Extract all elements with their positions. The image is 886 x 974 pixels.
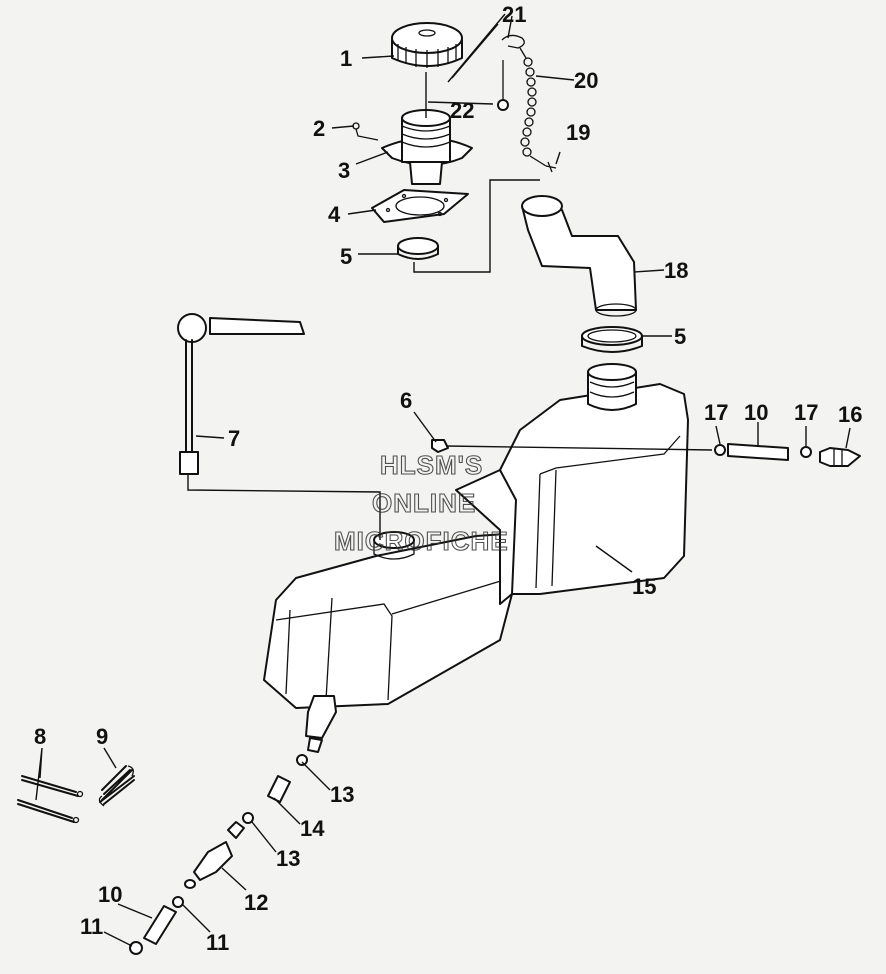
callout-11-right: 11	[206, 930, 229, 955]
callout-18: 18	[664, 258, 688, 283]
callout-2: 2	[313, 116, 325, 141]
watermark-line-1: HLSM'S	[380, 450, 483, 480]
fuel-gauge-rod	[177, 313, 381, 540]
hose-clamp-upper	[397, 237, 439, 260]
callout-3: 3	[338, 158, 350, 183]
callout-11-left: 11	[80, 914, 103, 939]
callout-labels: 1 2 3 4 5 5 6 7 8 9 10 10 11 11 12 13 13…	[34, 2, 862, 955]
spring-clips	[17, 775, 84, 824]
callout-13-lower: 13	[276, 846, 300, 871]
hose-clamp-lower	[581, 326, 643, 353]
callout-19: 19	[566, 120, 590, 145]
vent-fitting	[352, 122, 379, 141]
callout-16: 16	[838, 402, 862, 427]
assembly-line	[413, 179, 540, 273]
callout-leaders	[35, 15, 851, 947]
callout-15: 15	[632, 574, 656, 599]
vent-line-parts	[714, 443, 861, 467]
callout-17-left: 17	[704, 400, 728, 425]
filler-neck	[381, 109, 473, 185]
fuel-tank	[263, 363, 689, 739]
gasket	[371, 189, 469, 223]
callout-leader	[447, 13, 506, 83]
drain-line-parts	[129, 737, 323, 955]
callout-8: 8	[34, 724, 46, 749]
callout-1: 1	[340, 46, 352, 71]
watermark: HLSM'S ONLINE MICROFICHE	[333, 449, 509, 556]
callout-5-lower: 5	[674, 324, 686, 349]
callout-5-upper: 5	[340, 244, 352, 269]
callout-12: 12	[244, 890, 268, 915]
callout-10-lower: 10	[98, 882, 122, 907]
watermark-line-2: ONLINE	[372, 488, 476, 518]
callout-9: 9	[96, 724, 108, 749]
spring	[98, 765, 135, 807]
callout-7: 7	[228, 426, 240, 451]
callout-4: 4	[328, 202, 341, 227]
callout-20: 20	[574, 68, 598, 93]
watermark-line-3: MICROFICHE	[334, 526, 509, 556]
filler-hose	[521, 195, 637, 317]
callout-14: 14	[300, 816, 325, 841]
callout-17-right: 17	[794, 400, 818, 425]
callout-13-upper: 13	[330, 782, 354, 807]
fuel-cap	[391, 22, 463, 68]
callout-22: 22	[450, 98, 474, 123]
callout-6: 6	[400, 388, 412, 413]
callout-10-upper: 10	[744, 400, 768, 425]
tether-chain	[497, 34, 557, 173]
vent-elbow	[431, 439, 713, 453]
callout-21: 21	[502, 2, 526, 27]
